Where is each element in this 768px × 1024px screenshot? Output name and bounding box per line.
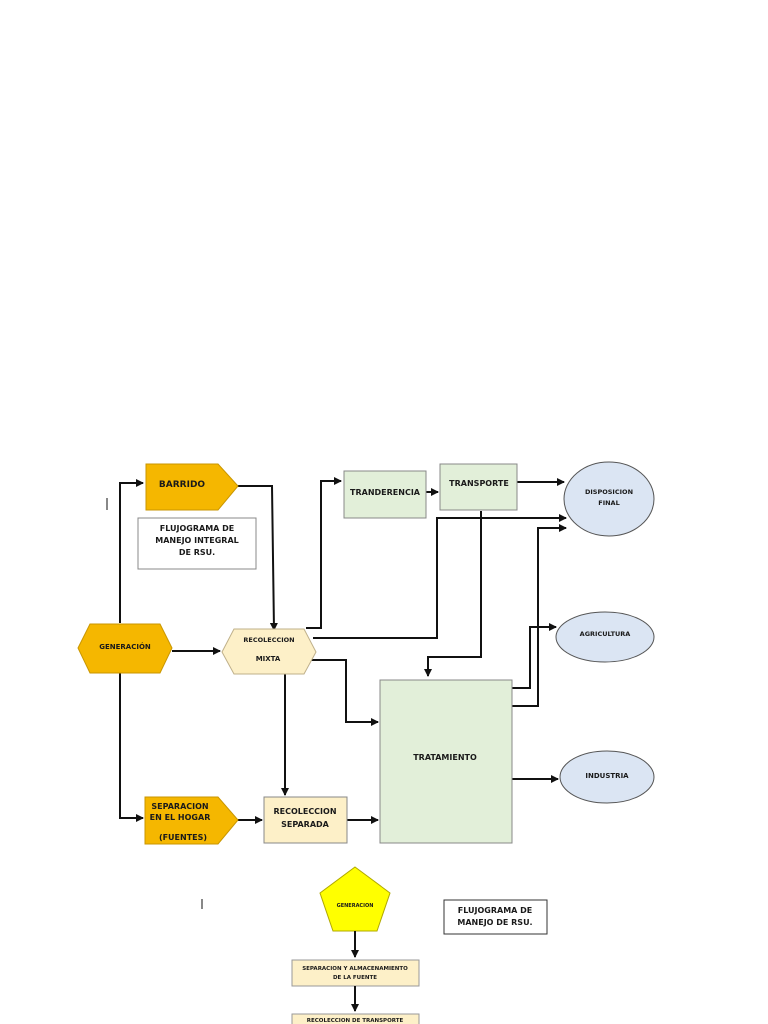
mixta-line1: RECOLECCION [243, 636, 294, 644]
node-agricultura: AGRICULTURA [555, 611, 655, 663]
agricultura-label: AGRICULTURA [580, 630, 631, 638]
node-generacion: GENERACIÓN [77, 623, 173, 674]
node-tratamiento: TRATAMIENTO [379, 679, 513, 844]
title1-line2: MANEJO INTEGRAL [155, 536, 238, 545]
disposicion-line1: DISPOSICION [585, 488, 633, 496]
title1-line3: DE RSU. [179, 548, 215, 557]
node-tranderencia: TRANDERENCIA [343, 470, 427, 519]
disposicion-line2: FINAL [598, 499, 619, 507]
node-barrido: BARRIDO [145, 463, 239, 511]
hogar-line3: (FUENTES) [159, 833, 207, 842]
arrow-mixta-disposicion [313, 514, 567, 639]
node-separacion-hogar: SEPARACION EN EL HOGAR (FUENTES) [144, 796, 239, 845]
separada-line1: RECOLECCION [273, 807, 336, 816]
arrow-tratamiento-agricultura [512, 623, 557, 689]
node-recoleccion-transporte: RECOLECCION DE TRANSPORTE [291, 1013, 420, 1024]
transporte-label: TRANSPORTE [449, 479, 509, 488]
generacion-label: GENERACIÓN [99, 642, 151, 651]
generacion2-label: GENERACION [337, 903, 374, 909]
title1-line1: FLUJOGRAMA DE [160, 524, 235, 533]
node-transporte: TRANSPORTE [439, 463, 518, 511]
node-generacion-pentagon: GENERACION [319, 866, 391, 932]
separada-line2: SEPARADA [281, 820, 330, 829]
arrow-transporte-tratamiento [424, 511, 482, 677]
node-recoleccion-mixta: RECOLECCION MIXTA [221, 628, 317, 675]
node-recoleccion-separada: RECOLECCION SEPARADA [263, 796, 348, 844]
title2-line1: FLUJOGRAMA DE [458, 906, 533, 915]
title-box-1: FLUJOGRAMA DE MANEJO INTEGRAL DE RSU. [137, 517, 257, 570]
separacion2-line1: SEPARACION Y ALMACENAMIENTO [302, 966, 408, 972]
separacion2-line2: DE LA FUENTE [333, 975, 377, 981]
node-separacion-almacenamiento: SEPARACION Y ALMACENAMIENTO DE LA FUENTE [291, 959, 420, 987]
barrido-label: BARRIDO [159, 480, 206, 490]
industria-label: INDUSTRIA [585, 772, 629, 780]
hogar-line1: SEPARACION [151, 802, 208, 811]
arrow-barrido-mixta [238, 485, 278, 631]
node-industria: INDUSTRIA [559, 750, 655, 804]
arrow-generacion-separacion [119, 673, 144, 822]
title-box-2: FLUJOGRAMA DE MANEJO DE RSU. [443, 899, 548, 935]
tranderencia-label: TRANDERENCIA [350, 488, 421, 497]
hogar-line2: EN EL HOGAR [150, 813, 211, 822]
arrow-mixta-tratamiento [308, 659, 379, 726]
recoleccion2-label: RECOLECCION DE TRANSPORTE [307, 1018, 404, 1024]
arrow-tratamiento-disposicion [512, 524, 567, 707]
connectors [119, 477, 567, 824]
node-disposicion-final: DISPOSICION FINAL [563, 461, 655, 537]
title2-line2: MANEJO DE RSU. [457, 918, 532, 927]
mixta-line2: MIXTA [256, 655, 281, 663]
tratamiento-label: TRATAMIENTO [413, 753, 477, 762]
arrow-mixta-tranderencia [306, 477, 342, 629]
arrow-generacion-barrido [119, 479, 144, 623]
